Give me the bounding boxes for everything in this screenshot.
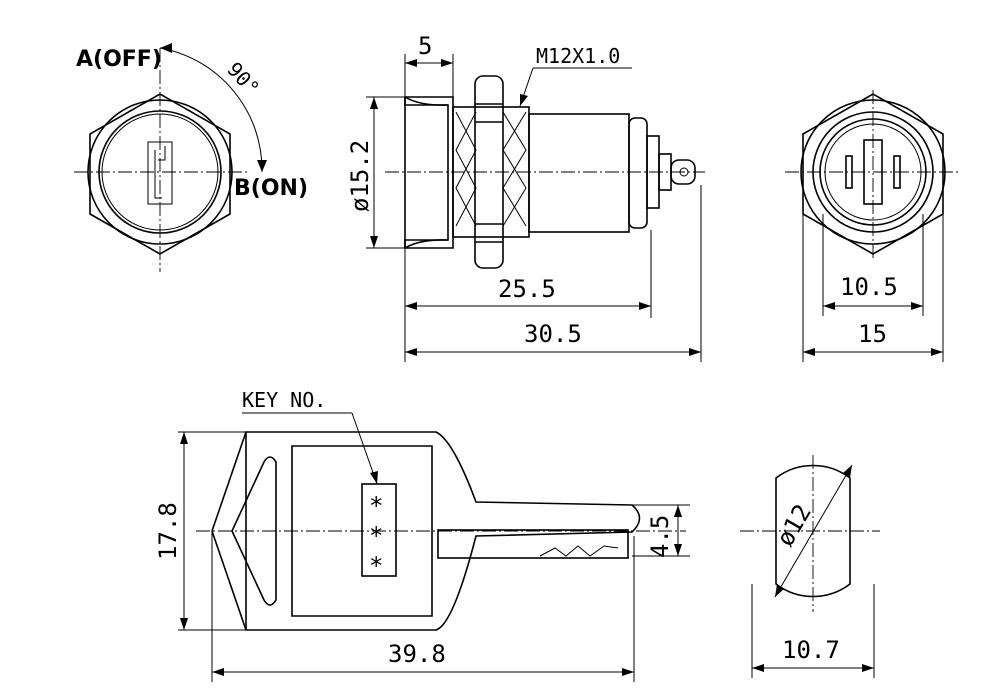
side-cap	[628, 117, 648, 229]
dim-total: 30.5	[524, 320, 582, 348]
label-on: B(ON)	[234, 176, 308, 201]
key-section-view: ø12 10.7	[740, 455, 880, 678]
front-view: A(OFF) B(ON) 90°	[74, 43, 308, 272]
key-view: *** * * * KEY NO. 17.8 4.5 39.8	[154, 388, 690, 682]
key-no-label: KEY NO.	[242, 388, 326, 412]
dim-flange: 5	[418, 32, 432, 60]
key-grip	[291, 445, 433, 617]
side-body	[528, 113, 630, 233]
key-bitting	[539, 545, 619, 557]
dim-blade: 4.5	[646, 515, 674, 558]
key-blade	[437, 529, 629, 559]
key-code-star-2: *	[369, 522, 383, 550]
key-head	[245, 431, 641, 631]
side-flange	[404, 96, 454, 249]
rotation-arrow-start	[160, 43, 172, 53]
dim-key-height: 17.8	[154, 502, 182, 560]
key-code-star-1: *	[369, 492, 383, 520]
rotation-angle-label: 90°	[222, 57, 264, 100]
label-off: A(OFF)	[76, 47, 162, 72]
rotation-arrow-end	[257, 160, 267, 172]
side-thread-texture	[455, 111, 527, 227]
key-code-window	[361, 483, 397, 577]
key-section-width: 10.7	[782, 636, 840, 664]
rear-view: 10.5 15	[785, 90, 961, 362]
key-hole	[231, 456, 277, 606]
key-section-diameter: ø12	[771, 499, 817, 551]
dim-key-length: 39.8	[388, 640, 446, 668]
rotation-arc	[159, 47, 263, 173]
dim-body: 25.5	[498, 275, 556, 303]
side-view: 5 M12X1.0 ø15.2 25.5 30.5	[346, 32, 705, 362]
key-code-star-3: *	[369, 552, 383, 580]
front-key-slot	[147, 141, 173, 205]
dim-thread: M12X1.0	[536, 44, 620, 68]
key-section-outline	[775, 464, 851, 598]
dim-width: 15	[858, 320, 887, 348]
dim-diameter: ø15.2	[346, 140, 374, 212]
dim-inner: 10.5	[840, 273, 898, 301]
